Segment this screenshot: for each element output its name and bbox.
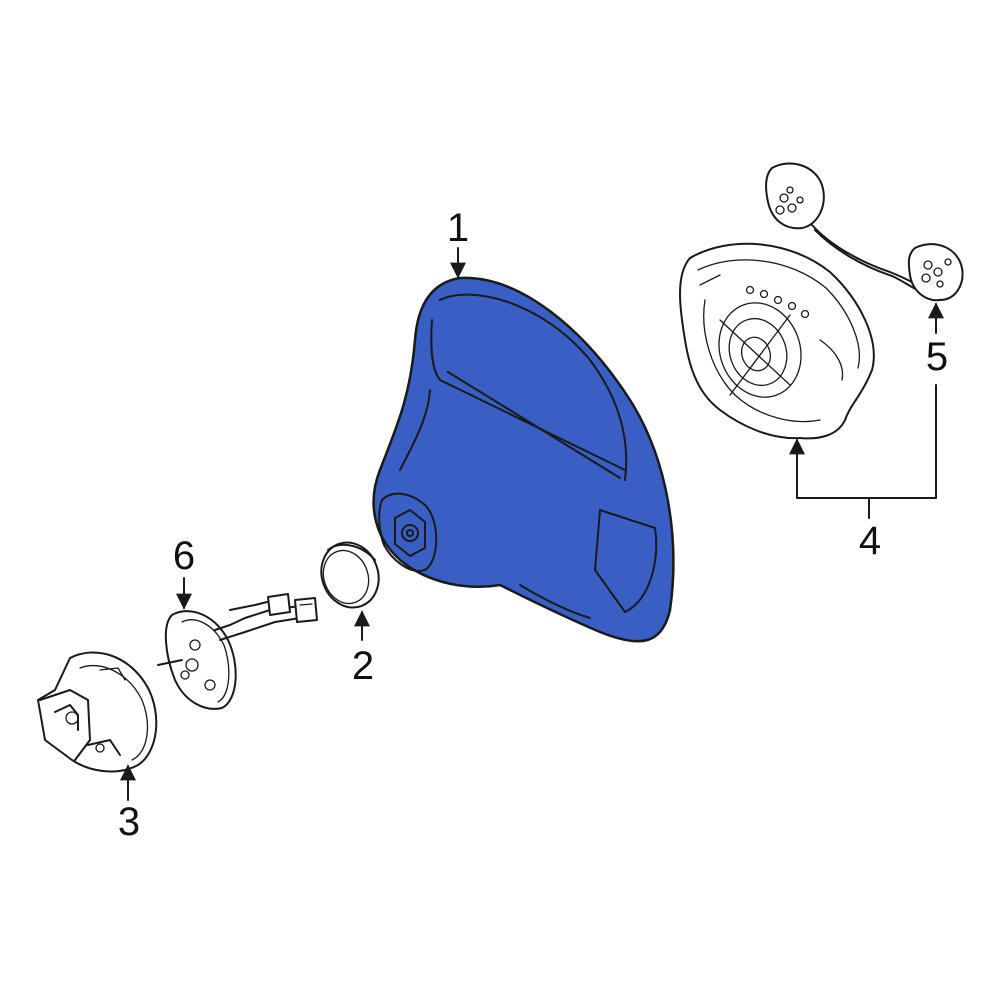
steering-hub xyxy=(378,492,438,572)
column-housing-part[interactable] xyxy=(37,651,158,773)
steering-wheel-part[interactable] xyxy=(372,276,675,643)
cap-part[interactable] xyxy=(312,534,387,615)
callout-3: 3 xyxy=(117,800,141,844)
leader-4-bracket xyxy=(796,384,937,499)
switch-buttons-part[interactable] xyxy=(765,162,964,302)
leader-lines xyxy=(120,247,944,801)
callout-5: 5 xyxy=(925,335,949,379)
callout-4: 4 xyxy=(858,519,882,563)
clock-spring-part[interactable] xyxy=(157,593,318,710)
callout-2: 2 xyxy=(351,644,375,688)
airbag-module-part[interactable] xyxy=(679,242,875,440)
callout-1: 1 xyxy=(446,206,470,250)
steering-wheel-body xyxy=(372,276,675,643)
callout-6: 6 xyxy=(172,534,196,578)
